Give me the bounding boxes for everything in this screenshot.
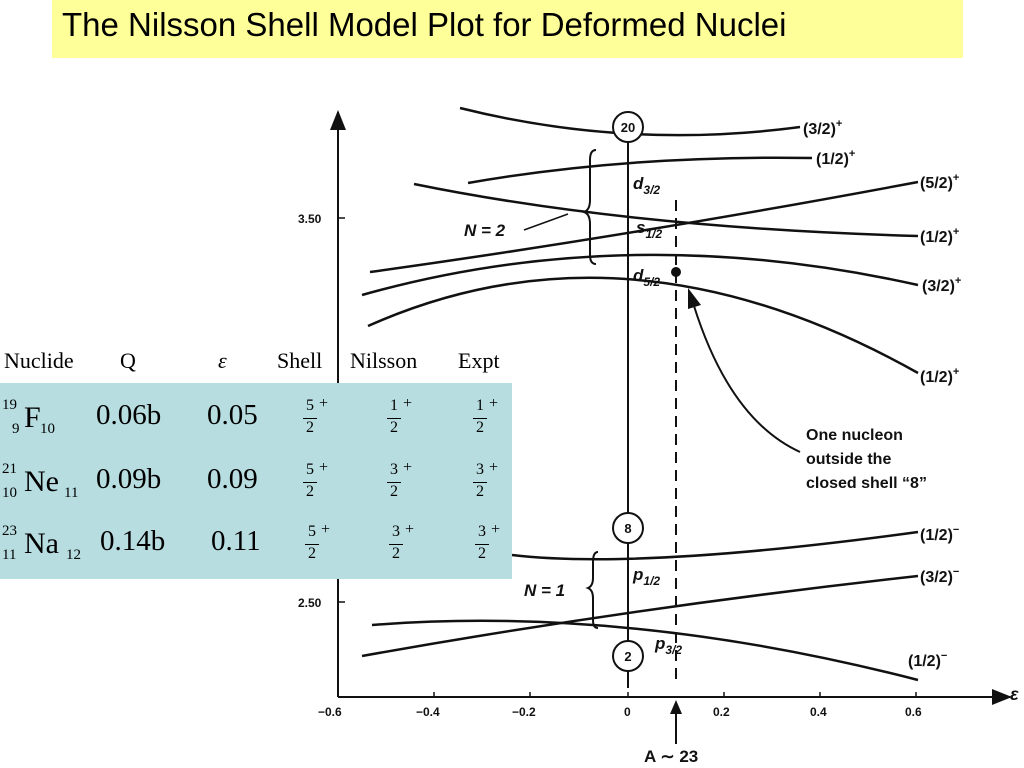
title-banner: The Nilsson Shell Model Plot for Deforme… xyxy=(52,0,963,58)
x-tick-label: 0 xyxy=(624,705,631,719)
y-tick-label: 3.50 xyxy=(298,212,322,226)
level-3-2-plus-b xyxy=(361,253,919,297)
level-label: (1/2)− xyxy=(920,524,959,544)
level-5-2-plus xyxy=(369,180,919,274)
level-1-2-plus-c xyxy=(367,276,919,375)
shell-group-label-n1: N = 1 xyxy=(524,581,565,600)
element-symbol: F xyxy=(24,401,41,434)
level-1-2-plus-b xyxy=(413,182,919,238)
level-labels: (3/2)+ (1/2)+ (5/2)+ (1/2)+ (3/2)+ (1/2)… xyxy=(803,118,961,670)
subshell-label-s12: s1/2 xyxy=(636,218,662,241)
table-header-epsilon: ε xyxy=(218,348,227,373)
table-header-expt: Expt xyxy=(458,348,500,373)
x-tick-label: 0.4 xyxy=(810,705,827,719)
x-tick-label: −0.4 xyxy=(416,705,440,719)
shell-group-label-n2: N = 2 xyxy=(464,221,506,240)
x-tick-label: 0.6 xyxy=(905,705,922,719)
slide-title: The Nilsson Shell Model Plot for Deforme… xyxy=(62,6,787,43)
element-symbol: Na xyxy=(24,527,59,560)
subshell-label-p12: p1/2 xyxy=(632,565,660,588)
level-label: (1/2)+ xyxy=(920,366,959,386)
deformation-value: 0.05 xyxy=(207,399,258,431)
nilsson-levels-upper xyxy=(361,106,919,375)
magic-number-label: 8 xyxy=(624,521,631,536)
level-1-2-minus-a xyxy=(511,530,919,561)
level-1-2-plus-a xyxy=(467,156,813,185)
table-header-shell: Shell xyxy=(277,348,323,373)
level-label: (5/2)+ xyxy=(920,172,959,192)
proton-number: 9 xyxy=(12,421,20,437)
annotation-arrow xyxy=(693,305,801,453)
level-label: (3/2)+ xyxy=(803,118,842,138)
magic-number-label: 2 xyxy=(624,649,631,664)
mass-number: 21 xyxy=(2,461,17,477)
level-label: (1/2)− xyxy=(908,650,947,670)
a23-arrowhead xyxy=(670,700,682,714)
level-1-2-minus-b xyxy=(371,619,919,682)
magic-8-marker: 8 xyxy=(612,512,644,544)
quadrupole-moment: 0.06b xyxy=(96,399,162,431)
deformation-value: 0.09 xyxy=(207,463,258,495)
subshell-label-d32: d3/2 xyxy=(633,174,660,197)
nuclide-cell: 23 11 Na 12 xyxy=(2,523,92,573)
neutron-number: 12 xyxy=(66,547,81,563)
mass-number-label: A ∼ 23 xyxy=(644,747,698,766)
neutron-number: 11 xyxy=(64,485,79,501)
subshell-label-p32: p3/2 xyxy=(654,634,682,657)
x-tick-label: −0.6 xyxy=(318,705,342,719)
level-3-2-minus xyxy=(361,574,919,658)
level-label: (1/2)+ xyxy=(920,226,959,246)
n2-brace xyxy=(580,149,597,265)
x-tick-marks xyxy=(433,692,917,697)
magic-2-marker: 2 xyxy=(612,640,644,672)
nilsson-levels-lower xyxy=(361,530,919,682)
table-header-q: Q xyxy=(120,348,136,373)
x-tick-label: −0.2 xyxy=(512,705,536,719)
quadrupole-moment: 0.09b xyxy=(96,463,162,495)
level-label: (3/2)+ xyxy=(922,275,961,295)
nuclide-cell: 21 10 Ne 11 xyxy=(2,461,92,511)
proton-number: 10 xyxy=(2,485,17,501)
n1-brace xyxy=(585,551,599,629)
annotation-arrowhead xyxy=(688,288,701,309)
proton-number: 11 xyxy=(2,547,17,563)
table-header-nilsson: Nilsson xyxy=(350,348,418,373)
mass-number: 23 xyxy=(2,523,17,539)
subshell-label-d52: d5/2 xyxy=(633,266,660,289)
mass-number: 19 xyxy=(2,397,17,413)
odd-nucleon-dot xyxy=(671,267,681,277)
magic-20-marker: 20 xyxy=(612,111,644,143)
table-header-nuclide: Nuclide xyxy=(4,348,74,373)
n2-leader-line xyxy=(523,213,569,231)
x-axis-label: ε xyxy=(1010,684,1019,704)
neutron-number: 10 xyxy=(40,421,55,437)
annotation-text: One nucleon outside the closed shell “8” xyxy=(806,427,927,492)
quadrupole-moment: 0.14b xyxy=(100,525,166,557)
level-label: (3/2)− xyxy=(920,566,959,586)
level-label: (1/2)+ xyxy=(816,148,855,168)
deformation-value: 0.11 xyxy=(211,525,261,557)
x-tick-label: 0.2 xyxy=(713,705,730,719)
magic-number-label: 20 xyxy=(621,120,635,135)
nuclide-cell: 19 9 F 10 xyxy=(2,397,92,447)
element-symbol: Ne xyxy=(24,465,59,498)
y-tick-label: 2.50 xyxy=(298,596,322,610)
